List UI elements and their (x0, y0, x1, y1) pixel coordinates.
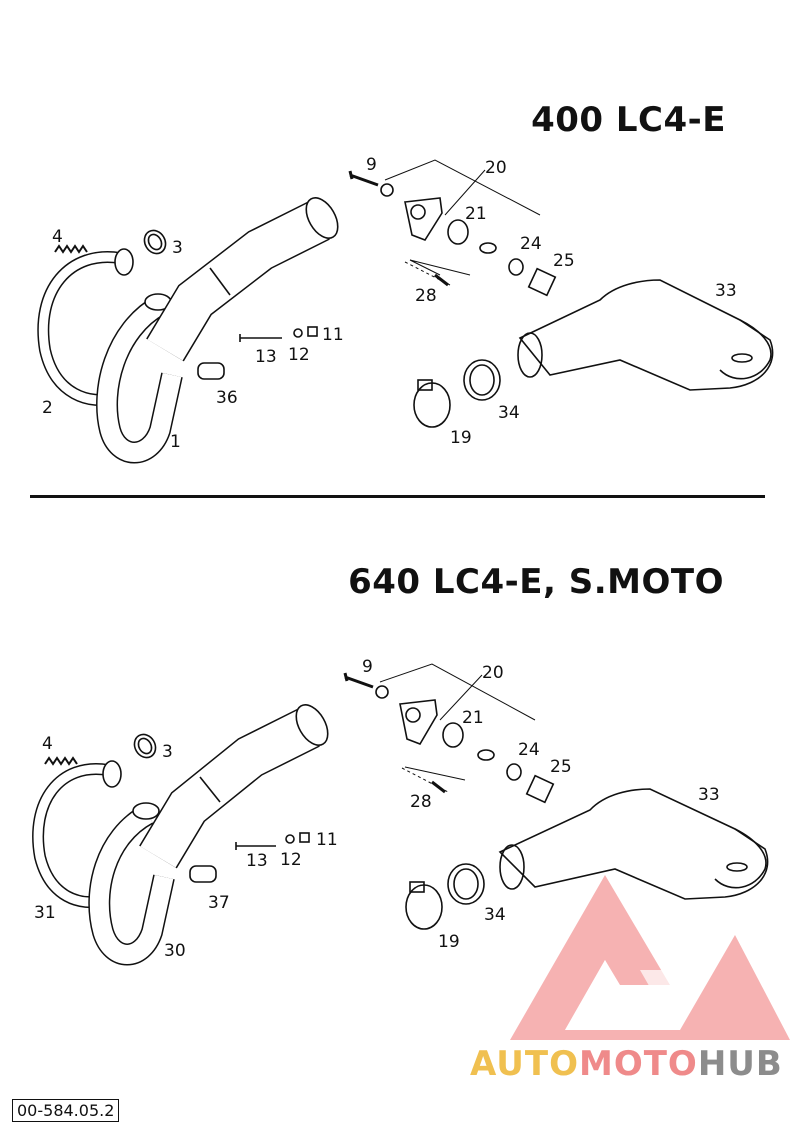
label-19: 19 (450, 428, 472, 448)
label-2: 2 (42, 398, 53, 418)
rubber-21 (442, 722, 464, 748)
exhaust-diagram-640: 30 31 3 4 9 11 12 13 19 20 21 24 25 28 3… (32, 657, 769, 966)
silencer-inlet (499, 844, 525, 890)
spring-4 (54, 244, 88, 254)
label-28: 28 (415, 286, 437, 306)
washer-24a (479, 242, 497, 254)
label-24: 24 (518, 740, 540, 760)
label-3: 3 (172, 238, 183, 258)
label-20: 20 (482, 663, 504, 683)
washer-24b (508, 258, 524, 276)
bracket-20 (399, 699, 438, 745)
page-title-400-lc4-e: 400 LC4-E (531, 100, 726, 140)
label-9: 9 (366, 155, 377, 175)
label-37: 37 (208, 893, 230, 913)
section-divider (30, 495, 765, 498)
sleeve-34 (447, 863, 485, 905)
exhaust-diagram-400: 1 2 3 4 9 11 12 13 19 20 21 24 25 28 33 … (37, 155, 774, 464)
sleeve-36 (197, 362, 225, 380)
screw-28 (434, 273, 449, 287)
nut-11 (307, 326, 318, 337)
label-25: 25 (553, 251, 575, 271)
label-9: 9 (362, 657, 373, 677)
sleeve-34 (463, 359, 501, 401)
parts-drawing (37, 159, 774, 464)
bracket-20 (404, 197, 443, 241)
gasket-3 (143, 229, 167, 255)
label-21: 21 (465, 204, 487, 224)
label-19: 19 (438, 932, 460, 952)
label-4: 4 (52, 227, 63, 247)
watermark-part-moto: MOTO (578, 1044, 698, 1084)
label-20: 20 (485, 158, 507, 178)
label-33: 33 (715, 281, 737, 301)
label-12: 12 (280, 850, 302, 870)
silencer-33 (498, 788, 769, 900)
label-3: 3 (162, 742, 173, 762)
washer-12 (285, 834, 295, 844)
silencer-33 (518, 279, 774, 391)
clip-25 (525, 774, 555, 804)
parts-drawing (32, 663, 769, 966)
diagram-reference-number: 00-584.05.2 (12, 1099, 120, 1122)
washer-12 (293, 328, 303, 338)
watermark-logo (510, 875, 790, 1040)
label-34: 34 (484, 905, 506, 925)
label-4: 4 (42, 734, 53, 754)
watermark-part-hub: HUB (697, 1044, 783, 1084)
label-36: 36 (216, 388, 238, 408)
page-title-640-lc4-e: 640 LC4-E, S.MOTO (348, 562, 724, 602)
watermark-brand: AUTOMOTOHUB (470, 1044, 783, 1084)
label-33: 33 (698, 785, 720, 805)
label-24: 24 (520, 234, 542, 254)
label-13: 13 (255, 347, 277, 367)
label-34: 34 (498, 403, 520, 423)
bolt-9 (348, 170, 379, 187)
bolt-13 (235, 842, 276, 850)
label-28: 28 (410, 792, 432, 812)
label-11: 11 (322, 325, 344, 345)
sleeve-37 (189, 865, 217, 883)
washer-24b (506, 763, 522, 781)
washer-24a (477, 749, 495, 761)
bolt-13 (239, 334, 282, 342)
label-21: 21 (462, 708, 484, 728)
silencer-inlet (517, 332, 543, 378)
watermark-part-auto: AUTO (470, 1044, 579, 1084)
label-31: 31 (34, 903, 56, 923)
label-13: 13 (246, 851, 268, 871)
label-12: 12 (288, 345, 310, 365)
screw-28 (431, 780, 446, 794)
label-11: 11 (316, 830, 338, 850)
nut-11 (299, 832, 310, 843)
bolt-9 (343, 672, 374, 689)
rubber-21 (447, 219, 469, 245)
spring-4 (44, 756, 78, 766)
label-1: 1 (170, 432, 181, 452)
label-30: 30 (164, 941, 186, 961)
label-25: 25 (550, 757, 572, 777)
gasket-3 (133, 733, 157, 759)
clip-25 (527, 267, 557, 297)
